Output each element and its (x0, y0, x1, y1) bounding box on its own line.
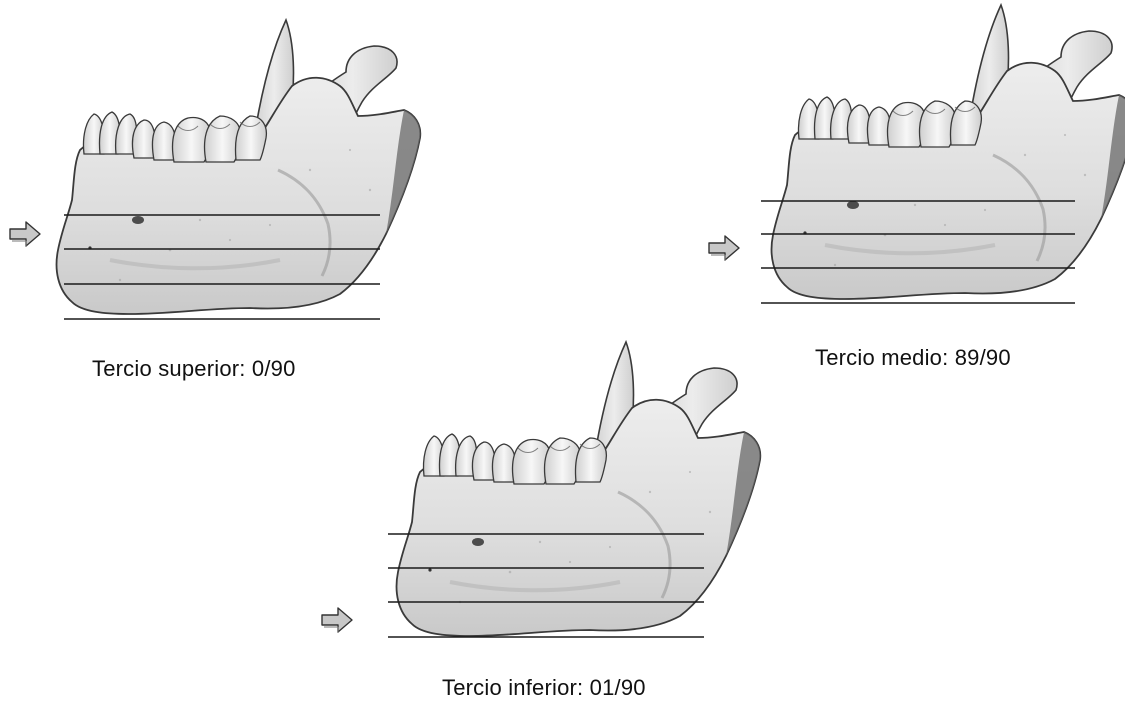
caption-middle-third: Tercio medio: 89/90 (815, 345, 1011, 371)
mandible-illustration (370, 342, 770, 652)
panel-lower-third (370, 342, 770, 652)
panel-upper-third (30, 20, 430, 330)
mandible-illustration (745, 5, 1125, 315)
pointer-arrow-icon (8, 220, 44, 250)
pointer-arrow-icon (707, 234, 743, 264)
mandible-illustration (30, 20, 430, 330)
caption-upper-third: Tercio superior: 0/90 (92, 356, 296, 382)
pointer-arrow-icon (320, 606, 356, 636)
panel-middle-third (745, 5, 1125, 315)
caption-lower-third: Tercio inferior: 01/90 (442, 675, 646, 701)
